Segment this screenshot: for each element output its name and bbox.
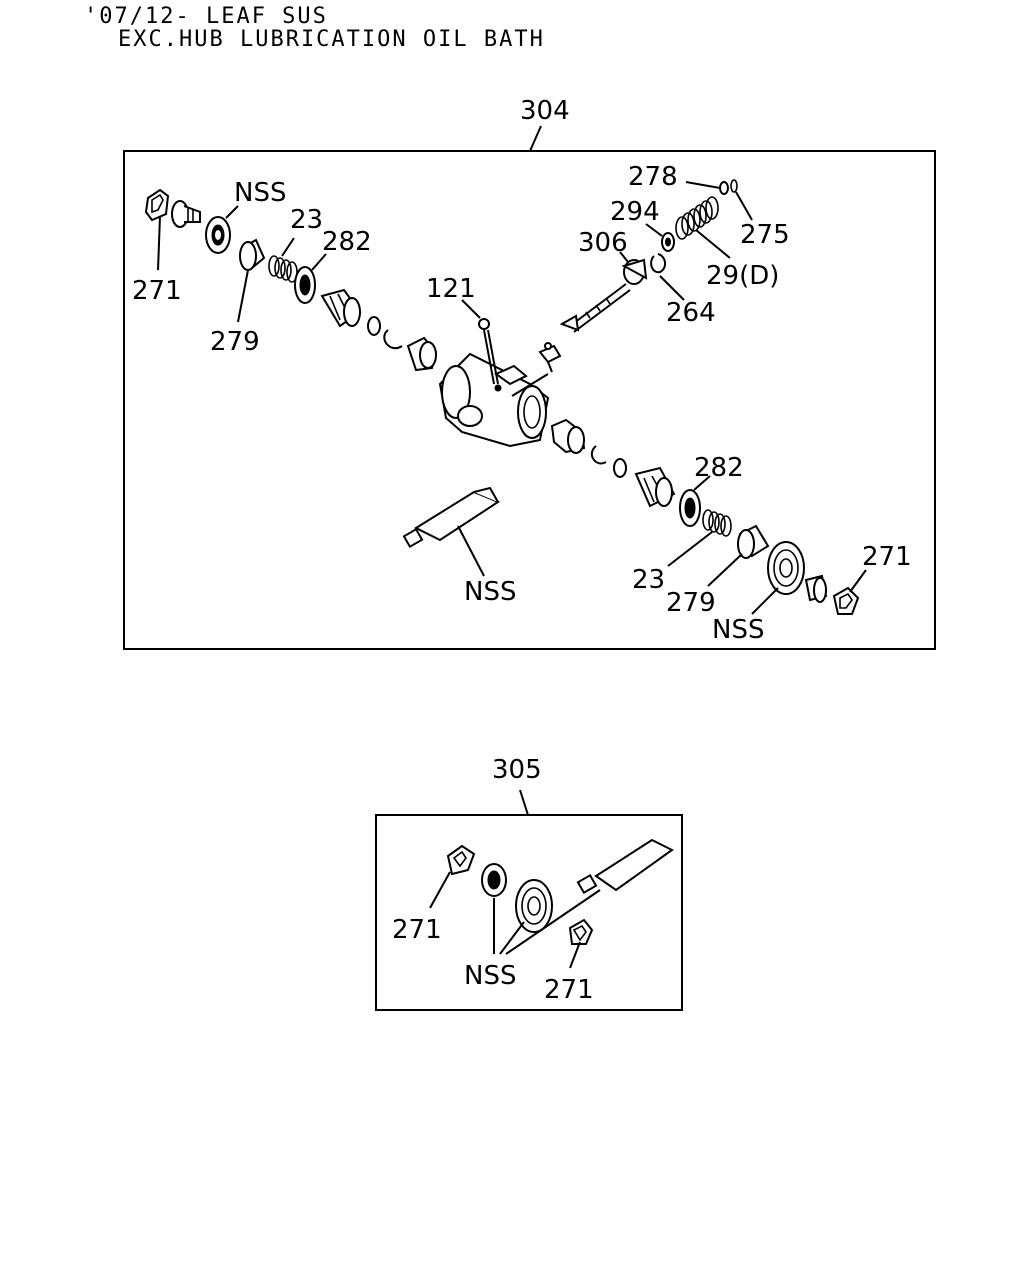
part-282-right[interactable] [679, 489, 701, 527]
kit-305-frame [375, 814, 683, 1011]
part-264[interactable] [650, 253, 666, 274]
label-282-right[interactable]: 282 [694, 453, 744, 483]
leader-23-left [281, 237, 295, 257]
leader-nss-bottom [751, 587, 779, 615]
leader-nss-tube [457, 525, 485, 577]
part-nss-seal-right[interactable] [767, 541, 805, 595]
leader-29d [695, 229, 731, 259]
part-ball-stud-left[interactable] [406, 336, 438, 372]
kit305-part-nss-grease-tube[interactable] [576, 838, 674, 895]
kit305-label-nss[interactable]: NSS [464, 961, 516, 991]
kit305-part-nss-boot[interactable] [515, 879, 553, 933]
label-279-left[interactable]: 279 [210, 327, 260, 357]
kit-304-ref[interactable]: 304 [520, 96, 570, 126]
part-271-left[interactable] [144, 188, 170, 222]
label-306[interactable]: 306 [578, 228, 628, 258]
leader-282-right [693, 475, 711, 491]
kit305-label-271-a[interactable]: 271 [392, 915, 442, 945]
part-housing-body[interactable] [438, 352, 550, 448]
part-23-left[interactable] [268, 255, 298, 283]
leader-nss-top [225, 205, 239, 219]
label-294[interactable]: 294 [610, 197, 660, 227]
label-275[interactable]: 275 [740, 220, 790, 250]
header-line-1: '07/12- LEAF SUS [84, 4, 328, 29]
leader-271-right [849, 569, 867, 593]
kit305-leader-271-a [429, 871, 451, 909]
leader-264 [659, 275, 685, 301]
leader-294 [645, 223, 663, 237]
part-275[interactable] [730, 179, 738, 193]
leader-306 [619, 251, 629, 263]
label-279-right[interactable]: 279 [666, 588, 716, 618]
part-294[interactable] [661, 232, 675, 252]
part-271-right[interactable] [832, 586, 860, 615]
label-29d[interactable]: 29(D) [706, 261, 779, 291]
leader-fitting [511, 373, 549, 397]
kit305-leader-nss-3 [505, 889, 601, 955]
part-23-right[interactable] [702, 509, 732, 537]
part-279-right[interactable] [737, 524, 770, 559]
header-line-2: EXC.HUB LUBRICATION OIL BATH [118, 27, 545, 52]
leader-271-left [157, 215, 161, 271]
part-fitting-small[interactable] [538, 342, 562, 373]
part-adjuster-bolt-right[interactable] [804, 574, 828, 603]
leader-23-right [667, 531, 713, 567]
part-adjuster-bolt-left[interactable] [171, 200, 201, 228]
kit305-leader-271-b [569, 941, 581, 969]
part-ring-left[interactable] [367, 316, 381, 336]
part-snap-ring-right[interactable] [590, 445, 607, 465]
label-nss-tube[interactable]: NSS [464, 577, 516, 607]
part-snap-ring-left[interactable] [383, 329, 403, 349]
leader-279-left [237, 269, 249, 323]
kit-304-leader [529, 125, 542, 152]
part-278[interactable] [719, 181, 729, 195]
part-279-left[interactable] [239, 238, 266, 271]
label-23-right[interactable]: 23 [632, 565, 665, 595]
kit-304-frame [123, 150, 936, 650]
part-29d-boot[interactable] [675, 196, 719, 240]
label-271-left[interactable]: 271 [132, 276, 182, 306]
leader-275 [735, 191, 753, 221]
part-121-nipple[interactable] [478, 318, 502, 392]
label-23-left[interactable]: 23 [290, 205, 323, 235]
part-nss-grease-tube[interactable] [402, 486, 501, 549]
kit-305-leader [519, 789, 529, 816]
kit-304: 304 [123, 96, 936, 650]
part-ball-stud-right[interactable] [550, 418, 586, 454]
kit305-label-271-b[interactable]: 271 [544, 975, 594, 1005]
kit305-part-271-a[interactable] [446, 844, 476, 876]
leader-121 [461, 299, 481, 319]
label-271-right[interactable]: 271 [862, 542, 912, 572]
part-nss-seal-left[interactable] [205, 216, 231, 254]
kit-305: 305 271 NSS 271 [375, 755, 683, 1011]
leader-282-left [311, 253, 327, 271]
leader-279-right [707, 553, 743, 587]
part-282-left[interactable] [294, 266, 316, 304]
kit305-part-271-b[interactable] [568, 918, 594, 945]
kit305-leader-nss-2 [499, 921, 525, 955]
leader-278 [685, 181, 721, 189]
kit-305-ref[interactable]: 305 [492, 755, 542, 785]
part-stud-rod[interactable] [559, 283, 631, 333]
part-ball-seat-right[interactable] [634, 466, 676, 508]
kit305-part-nss-seal[interactable] [481, 863, 507, 897]
label-282-left[interactable]: 282 [322, 227, 372, 257]
label-nss-bottom[interactable]: NSS [712, 615, 764, 645]
label-264[interactable]: 264 [666, 298, 716, 328]
part-ring-right[interactable] [613, 458, 627, 478]
part-ball-seat-left[interactable] [320, 288, 362, 328]
label-nss-top[interactable]: NSS [234, 178, 286, 208]
part-306[interactable] [621, 258, 648, 285]
label-121[interactable]: 121 [426, 274, 476, 304]
label-278[interactable]: 278 [628, 162, 678, 192]
